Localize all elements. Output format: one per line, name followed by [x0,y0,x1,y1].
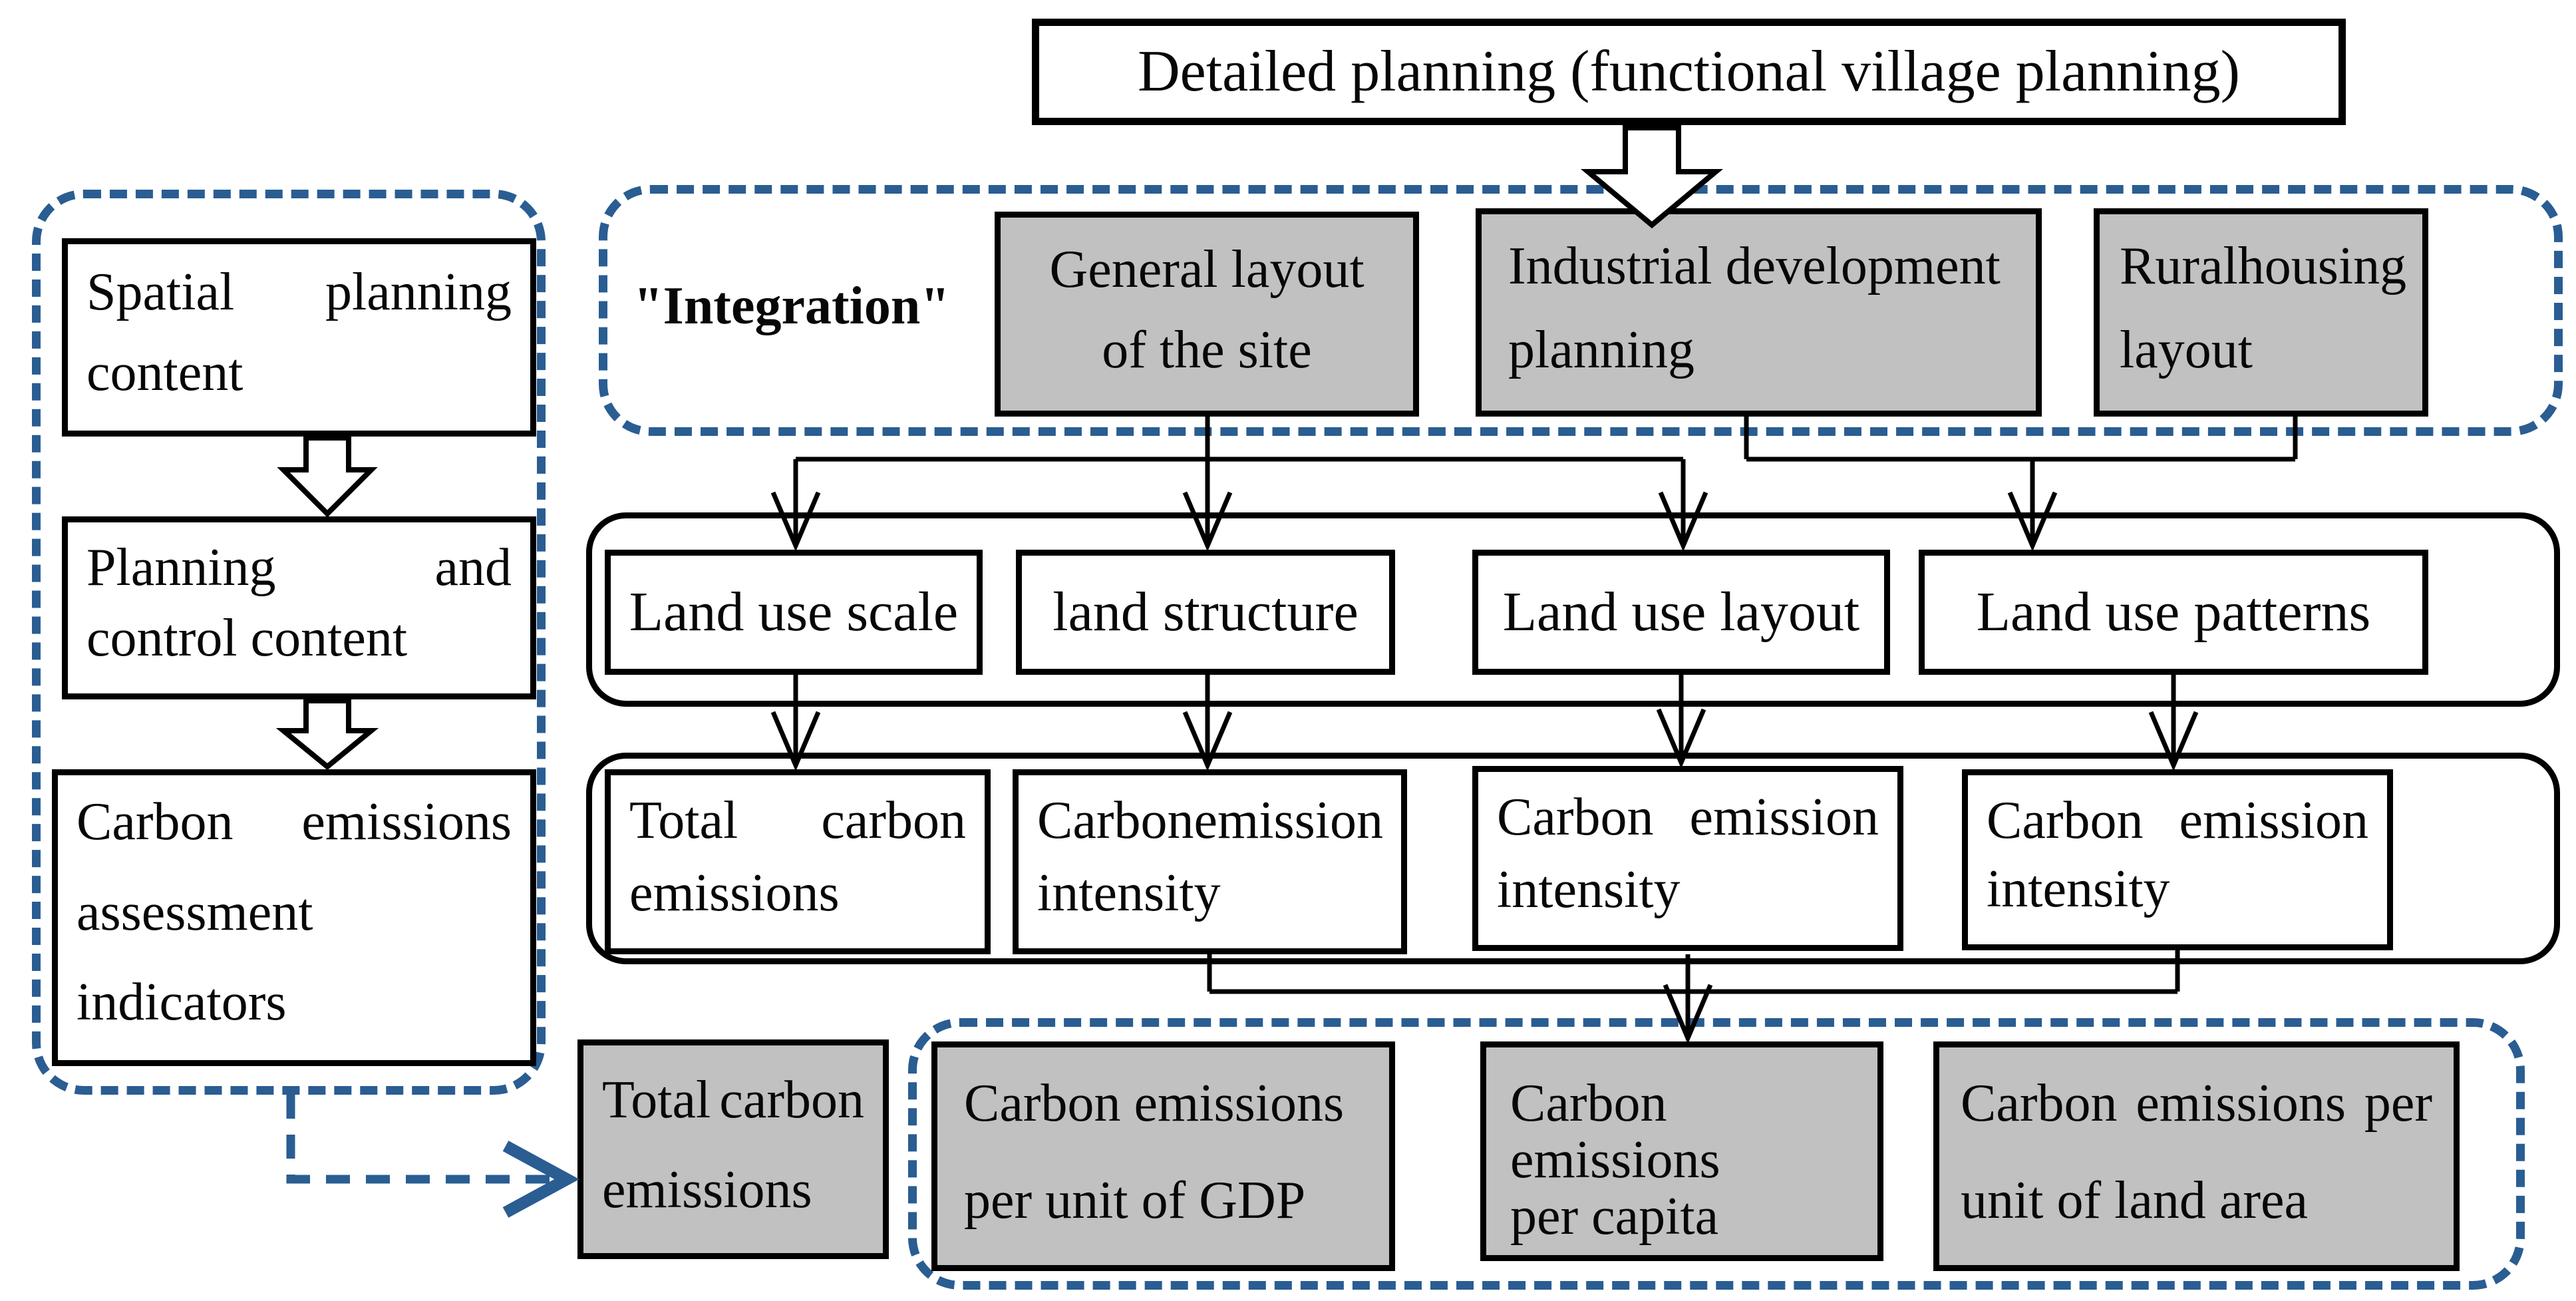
integration-label: "Integration" [633,276,950,335]
carbon-emission-group-container [586,753,2560,964]
box-land-structure: land structure [1016,550,1395,675]
box-detailed-planning: Detailed planning (functional village pl… [1032,19,2346,125]
box-total-carbon-emissions: Total carbon emissions [605,769,991,954]
box-carbon-emission-intensity-3: Carbon emission intensity [1962,769,2393,950]
box-land-use-scale: Land use scale [605,550,983,675]
dashed-arrow-head [502,1141,579,1218]
box-carbon-emissions-per-unit-gdp: Carbon emissions per unit of GDP [931,1041,1395,1271]
box-land-use-patterns: Land use patterns [1919,550,2428,675]
box-land-use-layout: Land use layout [1472,550,1890,675]
box-total-carbon-emissions-indicator: Total carbon emissions [577,1039,889,1259]
box-rural-housing-layout: Rural housing layout [2094,208,2428,417]
assessment-indicators-group-container [908,1018,2525,1290]
box-general-layout-of-site: General layout of the site [995,212,1419,417]
box-detailed-planning-label: Detailed planning (functional village pl… [1138,39,2240,104]
box-carbon-emission-intensity-2: Carbon emission intensity [1472,766,1903,951]
box-industrial-development-planning: Industrial development planning [1476,208,2042,417]
box-spatial-planning-content: Spatial planning content [62,238,536,437]
box-planning-and-control-content: Planning and control content [62,516,536,699]
land-use-group-container [586,512,2560,707]
box-carbon-emission-intensity-1: Carbon emission intensity [1013,769,1407,954]
box-carbon-emissions-per-capita: Carbon emissions per capita [1480,1041,1883,1261]
dashed-arrow-to-total-carbon [286,1095,579,1218]
spatial-planning-group-container [32,190,546,1095]
box-carbon-emissions-per-unit-land-area: Carbon emissions per unit of land area [1933,1041,2460,1271]
dashed-arrow-path [286,1095,560,1184]
box-carbon-emissions-assessment-indicators: Carbon emissions assessment indicators [52,769,536,1066]
